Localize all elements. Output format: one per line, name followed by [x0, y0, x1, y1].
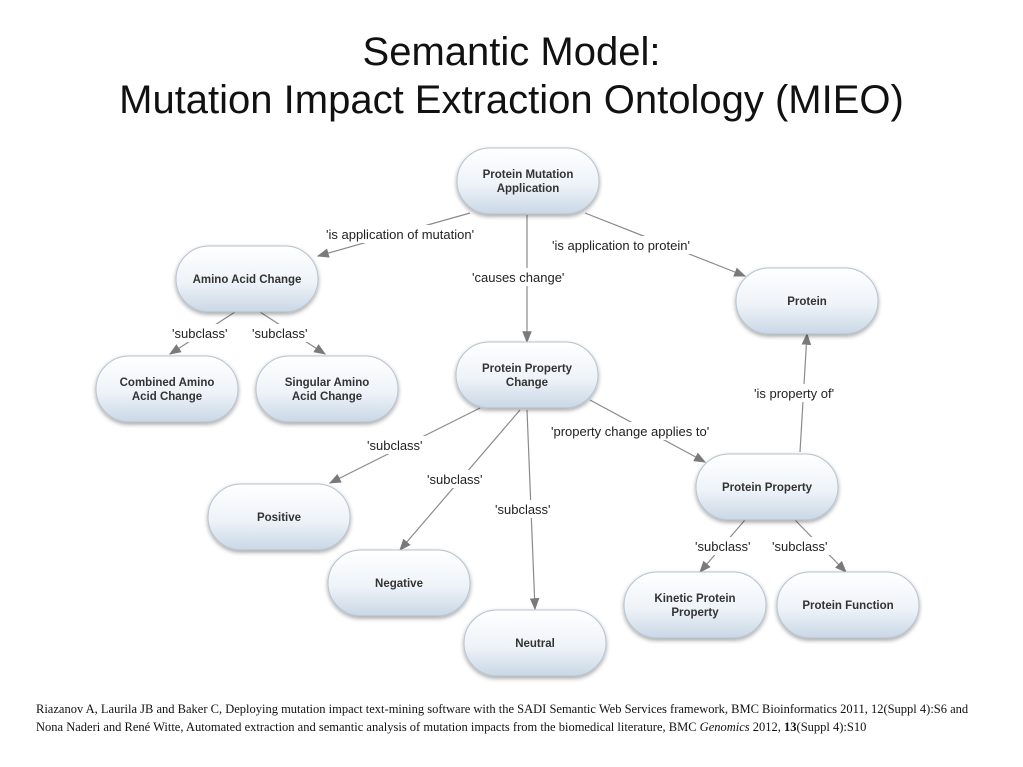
node-label-line: Kinetic Protein [654, 593, 735, 605]
label-property-change-applies-to: 'property change applies to' [551, 424, 709, 439]
citation-year: 2012, [749, 720, 785, 734]
label-subclass-pf: 'subclass' [772, 539, 828, 554]
label-is-property-of: 'is property of' [754, 386, 834, 401]
node-label-line: Positive [257, 512, 301, 524]
nodes: Protein Mutation Application Amino Acid … [95, 147, 920, 677]
node-label-line: Singular Amino [285, 377, 370, 389]
node-label-line: Protein Property [482, 363, 573, 375]
label-subclass-neutral: 'subclass' [495, 502, 551, 517]
citation-journal: Genomics [699, 720, 750, 734]
label-subclass-kpp: 'subclass' [695, 539, 751, 554]
node-label-line: Neutral [515, 638, 555, 650]
node-label-line: Property [671, 607, 719, 619]
slide-title: Semantic Model: Mutation Impact Extracti… [0, 28, 1023, 124]
edge-labels: 'is application of mutation' 'is applica… [170, 225, 858, 555]
node-label-line: Protein Function [802, 600, 893, 612]
node-neutral: Neutral [463, 609, 607, 677]
node-label-line: Application [497, 183, 560, 195]
node-positive: Positive [207, 483, 351, 551]
label-is-application-of-mutation: 'is application of mutation' [326, 227, 474, 242]
citation-volume: 13 [784, 720, 797, 734]
node-protein-mutation-application: Protein Mutation Application [456, 147, 600, 215]
node-label-line: Negative [375, 578, 423, 590]
label-subclass-cac: 'subclass' [172, 326, 228, 341]
label-subclass-negative: 'subclass' [427, 472, 483, 487]
title-line-1: Semantic Model: [362, 30, 661, 74]
node-label-line: Acid Change [132, 391, 202, 403]
citation-text: Riazanov A, Laurila JB and Baker C, Depl… [36, 702, 969, 734]
node-label-line: Protein Property [722, 482, 813, 494]
node-label-line: Acid Change [292, 391, 362, 403]
node-negative: Negative [327, 549, 471, 617]
node-label-line: Change [506, 377, 548, 389]
node-combined-amino-acid-change: Combined Amino Acid Change [95, 355, 239, 423]
citation: Riazanov A, Laurila JB and Baker C, Depl… [36, 700, 996, 736]
node-protein-function: Protein Function [776, 571, 920, 639]
title-line-2: Mutation Impact Extraction Ontology (MIE… [119, 78, 904, 122]
node-label-line: Protein Mutation [483, 169, 574, 181]
node-kinetic-protein-property: Kinetic Protein Property [623, 571, 767, 639]
citation-suppl: (Suppl 4):S10 [796, 720, 867, 734]
node-label-line: Amino Acid Change [193, 274, 302, 286]
node-amino-acid-change: Amino Acid Change [175, 245, 319, 313]
node-protein-property-change: Protein Property Change [455, 341, 599, 409]
label-subclass-positive: 'subclass' [367, 438, 423, 453]
node-protein: Protein [735, 267, 879, 335]
node-label-line: Combined Amino [120, 377, 215, 389]
label-subclass-sac: 'subclass' [252, 326, 308, 341]
label-causes-change: 'causes change' [472, 270, 564, 285]
node-protein-property: Protein Property [695, 453, 839, 521]
node-singular-amino-acid-change: Singular Amino Acid Change [255, 355, 399, 423]
node-label-line: Protein [787, 296, 827, 308]
label-is-application-to-protein: 'is application to protein' [552, 238, 690, 253]
